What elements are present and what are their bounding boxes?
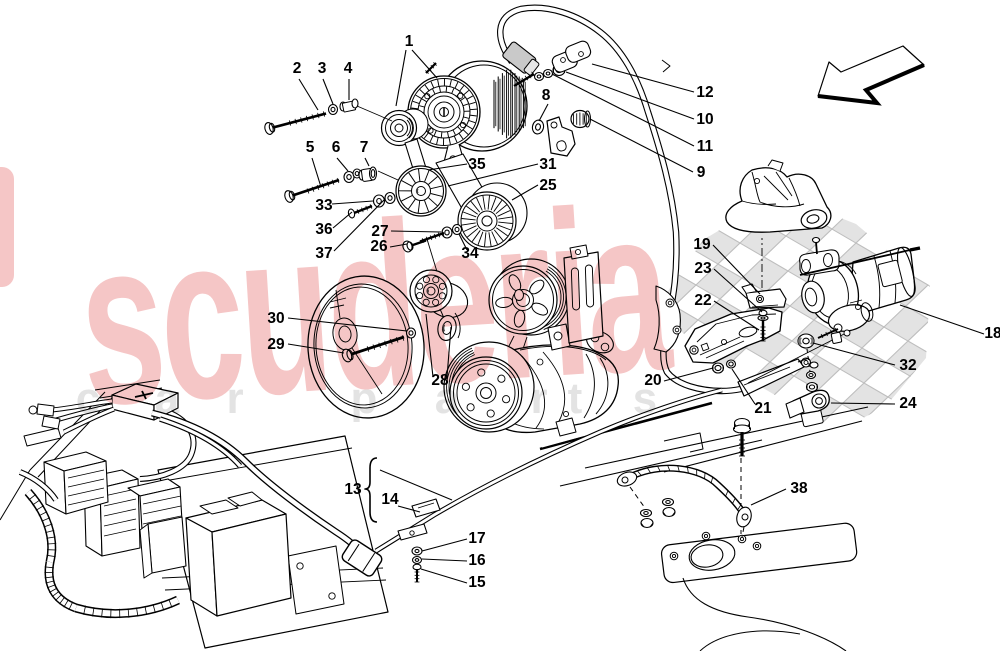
svg-text:35: 35 xyxy=(468,156,486,173)
svg-text:15: 15 xyxy=(468,574,486,591)
svg-text:19: 19 xyxy=(693,236,711,253)
svg-text:34: 34 xyxy=(461,245,479,262)
svg-text:3: 3 xyxy=(318,60,327,77)
svg-text:24: 24 xyxy=(899,395,917,412)
svg-text:25: 25 xyxy=(539,177,557,194)
svg-text:33: 33 xyxy=(315,197,333,214)
svg-text:30: 30 xyxy=(267,310,284,327)
svg-text:9: 9 xyxy=(697,164,706,181)
svg-text:12: 12 xyxy=(696,84,713,101)
svg-text:22: 22 xyxy=(694,292,711,309)
svg-text:32: 32 xyxy=(899,357,916,374)
svg-text:1: 1 xyxy=(405,33,414,50)
svg-text:r: r xyxy=(530,374,547,423)
svg-text:5: 5 xyxy=(306,139,315,156)
svg-text:29: 29 xyxy=(267,336,285,353)
svg-text:28: 28 xyxy=(431,372,449,389)
svg-text:36: 36 xyxy=(315,221,333,238)
svg-text:2: 2 xyxy=(293,60,302,77)
svg-text:31: 31 xyxy=(539,156,557,173)
svg-text:20: 20 xyxy=(644,372,661,389)
svg-text:r: r xyxy=(226,374,243,423)
svg-text:4: 4 xyxy=(344,60,353,77)
svg-text:8: 8 xyxy=(542,87,551,104)
svg-text:6: 6 xyxy=(332,139,341,156)
svg-text:26: 26 xyxy=(370,238,388,255)
svg-text:t: t xyxy=(568,374,583,423)
svg-text:38: 38 xyxy=(790,480,808,497)
svg-text:17: 17 xyxy=(468,530,485,547)
svg-text:16: 16 xyxy=(468,552,486,569)
svg-text:p: p xyxy=(351,374,378,423)
svg-text:13: 13 xyxy=(344,481,362,498)
svg-text:14: 14 xyxy=(381,491,399,508)
svg-text:a: a xyxy=(155,374,180,423)
svg-text:21: 21 xyxy=(754,400,772,417)
svg-text:11: 11 xyxy=(697,138,714,155)
svg-text:37: 37 xyxy=(315,245,332,262)
svg-text:23: 23 xyxy=(694,260,712,277)
svg-text:c: c xyxy=(76,374,100,423)
svg-text:10: 10 xyxy=(696,111,713,128)
svg-text:7: 7 xyxy=(360,139,369,156)
svg-text:18: 18 xyxy=(984,325,1000,342)
